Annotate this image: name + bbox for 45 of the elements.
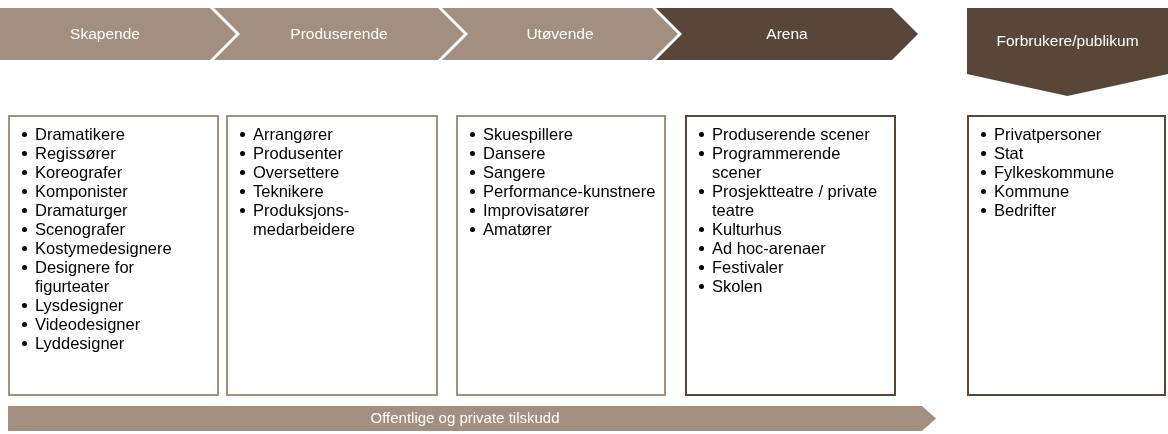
- list-item: Amatører: [483, 220, 552, 239]
- list-item: Stat: [994, 144, 1024, 163]
- list-item: Koreografer: [35, 163, 123, 182]
- list-item: Kulturhus: [712, 220, 782, 239]
- list-item: Dramaturger: [35, 201, 128, 220]
- list-item: Produksjons-medarbeidere: [253, 201, 356, 239]
- stage-label: Forbrukere/publikum: [996, 31, 1139, 52]
- list-item: Lyddesigner: [35, 334, 125, 353]
- list-item: Ad hoc-arenaer: [712, 239, 826, 258]
- list-item: Kommune: [994, 182, 1070, 201]
- list-item: Skuespillere: [483, 125, 573, 144]
- stage-label: Arena: [766, 24, 808, 45]
- list-item: Dramatikere: [35, 125, 125, 144]
- stage-label: Produserende: [290, 24, 388, 45]
- list-item: Privatpersoner: [994, 125, 1102, 144]
- list-box: [226, 115, 438, 396]
- list-item: Improvisatører: [483, 201, 590, 220]
- stage-label: Skapende: [70, 24, 140, 45]
- list-box: [685, 115, 896, 396]
- list-item: Arrangører: [253, 125, 333, 144]
- list-box: [967, 115, 1166, 396]
- list-item: Videodesigner: [35, 315, 141, 334]
- list-item: Fylkeskommune: [994, 163, 1115, 182]
- list-item: Scenografer: [35, 220, 125, 239]
- list-item: Lysdesigner: [35, 296, 124, 315]
- list-box: [456, 115, 666, 396]
- list-box: [8, 115, 219, 396]
- list-item: Regissører: [35, 144, 116, 163]
- list-item: Designere for figurteater: [35, 258, 136, 296]
- list-item: Skolen: [712, 277, 763, 296]
- list-item: Bedrifter: [994, 201, 1057, 220]
- list-item: Komponister: [35, 182, 128, 201]
- list-item: Performance-kunstnere: [483, 182, 656, 201]
- stage-label: Utøvende: [526, 24, 594, 45]
- list-item: Prosjektteatre / private teatre: [712, 182, 879, 220]
- list-item: Teknikere: [253, 182, 324, 201]
- list-item: Produserende scener: [712, 125, 870, 144]
- bar-label: Offentlige og private tilskudd: [370, 408, 560, 429]
- list-item: Sangere: [483, 163, 546, 182]
- list-item: Oversettere: [253, 163, 340, 182]
- list-item: Dansere: [483, 144, 546, 163]
- list-item: Programmerende scener: [712, 144, 842, 182]
- list-item: Kostymedesignere: [35, 239, 172, 258]
- list-item: Festivaler: [712, 258, 784, 277]
- list-item: Produsenter: [253, 144, 343, 163]
